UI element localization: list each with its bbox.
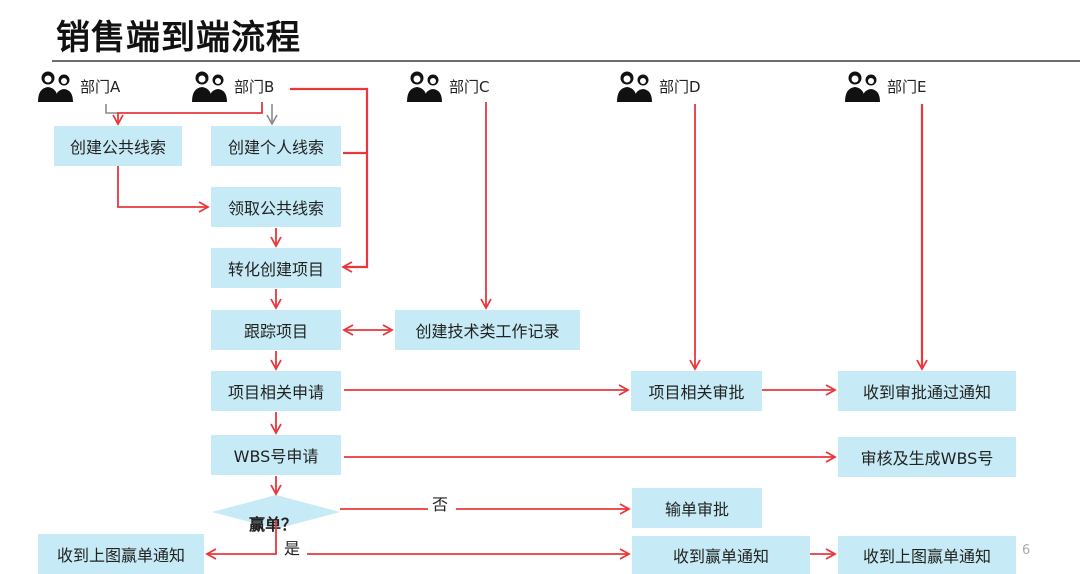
node-receive-win-notice-right: 收到上图赢单通知 — [838, 536, 1016, 574]
node-create-public-lead: 创建公共线索 — [54, 126, 182, 166]
department-label: 部门C — [449, 77, 490, 96]
decision-label: 赢单？ — [249, 515, 298, 534]
department-label: 部门E — [887, 77, 927, 96]
department-label: 部门A — [80, 77, 121, 96]
page-number: 6 — [1022, 543, 1031, 558]
title-divider — [52, 60, 1080, 62]
node-receive-approval-notice: 收到审批通过通知 — [838, 371, 1016, 411]
node-receive-win-notice: 收到赢单通知 — [632, 536, 810, 574]
node-create-tech-record: 创建技术类工作记录 — [395, 310, 580, 350]
edge-deptB-to-convert-project — [290, 87, 369, 273]
edge-label-yes: 是 — [284, 539, 301, 558]
node-review-generate-wbs: 审核及生成WBS号 — [838, 437, 1016, 477]
edge-deptA-to-public-lead — [105, 104, 118, 114]
node-loss-approval: 输单审批 — [632, 488, 762, 528]
node-track-project: 跟踪项目 — [211, 310, 341, 350]
node-wbs-application: WBS号申请 — [211, 435, 341, 475]
node-convert-create-project: 转化创建项目 — [211, 248, 341, 288]
department-e: 部门E — [843, 68, 926, 104]
node-receive-win-notice-left: 收到上图赢单通知 — [38, 534, 204, 574]
node-create-personal-lead: 创建个人线索 — [211, 126, 341, 166]
edge-deptB-to-public-lead — [112, 102, 263, 126]
people-icon — [845, 71, 880, 102]
people-icon — [38, 71, 73, 102]
department-label: 部门D — [659, 77, 701, 96]
department-d: 部门D — [615, 68, 701, 104]
edge-label-no: 否 — [432, 495, 449, 514]
people-icon — [192, 71, 227, 102]
edge-public-lead-to-claim — [117, 166, 210, 213]
department-b: 部门B — [190, 68, 274, 104]
department-c: 部门C — [405, 68, 489, 104]
people-icon — [617, 71, 652, 102]
department-a: 部门A — [36, 68, 120, 104]
people-icon — [407, 71, 442, 102]
node-project-approval: 项目相关审批 — [631, 371, 762, 411]
node-claim-public-lead: 领取公共线索 — [211, 187, 341, 227]
page-title: 销售端到端流程 — [56, 18, 301, 58]
department-label: 部门B — [234, 77, 275, 96]
node-project-application: 项目相关申请 — [211, 371, 341, 411]
